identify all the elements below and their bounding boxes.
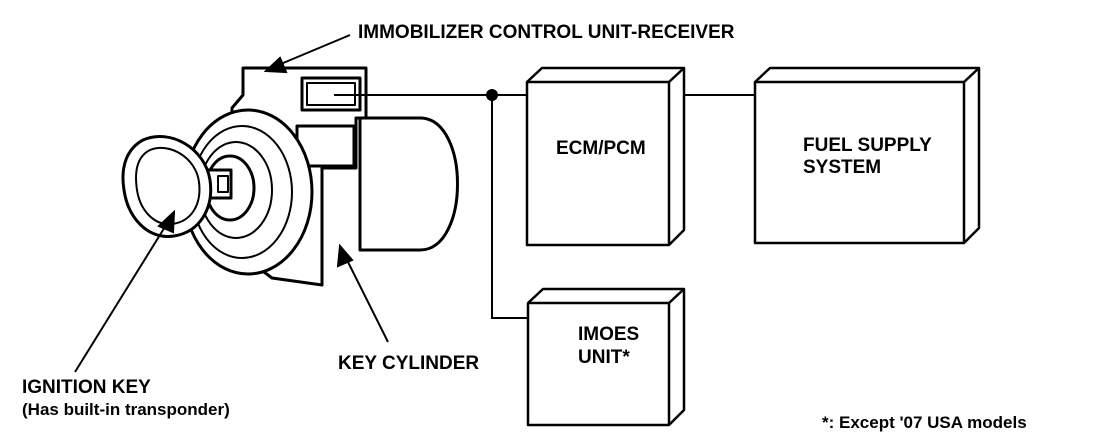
key-cylinder-assembly xyxy=(182,66,459,287)
arrow-immobilizer-head xyxy=(263,56,288,74)
junction-dot xyxy=(486,89,498,101)
label-ignition-key-note: (Has built-in transponder) xyxy=(22,400,230,419)
cylinder-body xyxy=(358,116,459,252)
label-key-cylinder: KEY CYLINDER xyxy=(338,353,479,374)
leader-arrows xyxy=(74,34,389,373)
arrow-cylinder-line xyxy=(344,255,389,343)
arrow-key-head xyxy=(157,209,176,234)
arrow-key-line xyxy=(74,221,169,373)
label-fuel-supply-line1: FUEL SUPPLY xyxy=(803,135,932,156)
label-immobilizer-control-unit: IMMOBILIZER CONTROL UNIT-RECEIVER xyxy=(358,22,735,43)
wiring xyxy=(334,94,766,319)
arrow-immobilizer-line xyxy=(275,34,351,67)
ignition-key xyxy=(121,135,213,238)
label-fuel-supply-line2: SYSTEM xyxy=(803,157,881,178)
label-imoes-line2: UNIT* xyxy=(578,347,630,368)
ecm-pcm-box xyxy=(525,66,686,247)
wire-to-imoes xyxy=(491,95,540,319)
label-ignition-key: IGNITION KEY xyxy=(22,377,151,398)
imoes-unit-box xyxy=(526,287,686,427)
label-imoes-line1: IMOES xyxy=(578,324,639,345)
fuel-supply-box xyxy=(753,66,981,245)
footnote: *: Except '07 USA models xyxy=(822,413,1027,432)
key-blade-tip xyxy=(217,175,229,193)
label-ecm-pcm: ECM/PCM xyxy=(556,138,646,159)
arrow-cylinder-head xyxy=(336,243,354,268)
